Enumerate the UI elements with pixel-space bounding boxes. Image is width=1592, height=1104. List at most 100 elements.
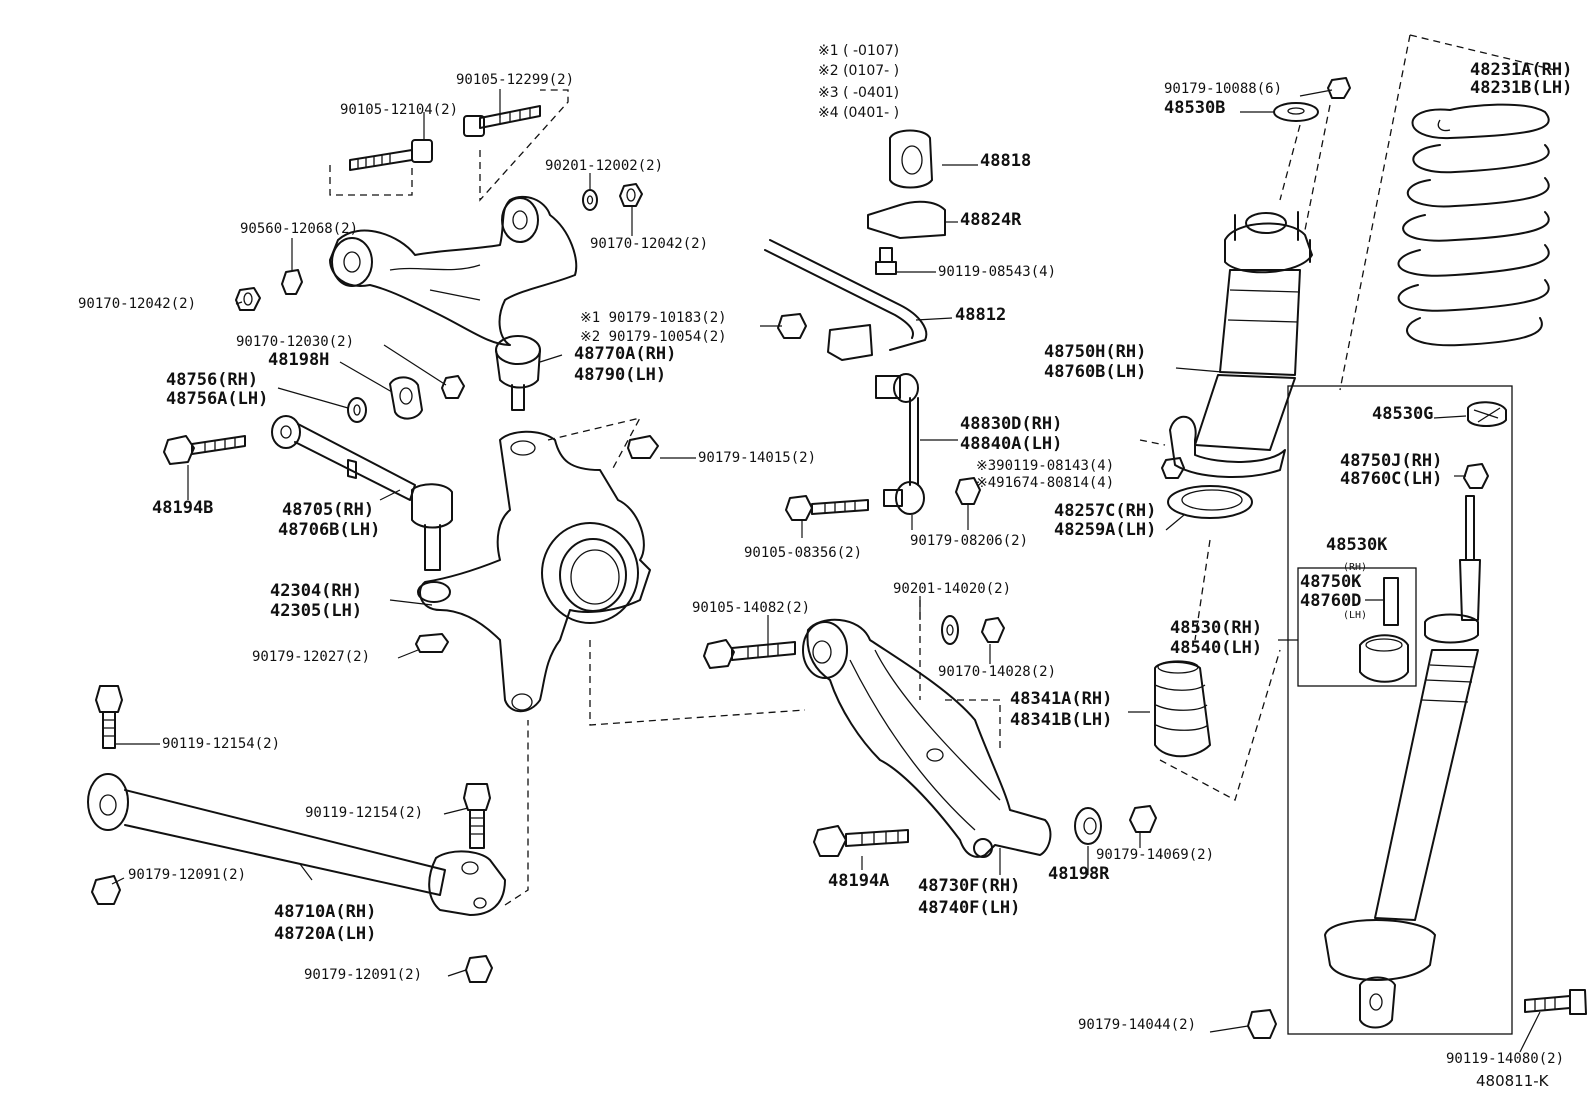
label-42304: 42304(RH) <box>270 581 363 601</box>
bolt-90105-08356 <box>785 495 869 521</box>
dash-nut-strut <box>1139 439 1166 446</box>
label-48198h: 48198H <box>268 350 330 370</box>
sleeve-48750k <box>1383 577 1399 626</box>
label-90201-12002: 90201-12002(2) <box>545 158 664 174</box>
lower-link-48710a <box>87 773 506 916</box>
label-90179-14069: 90179-14069(2) <box>1096 847 1215 863</box>
bolt-90119-12154-upper <box>95 685 123 749</box>
label-90170-12030: 90170-12030(2) <box>236 334 355 350</box>
label-48812: 48812 <box>955 305 1007 325</box>
label-48231a: 48231A(RH) <box>1470 60 1573 80</box>
label-48540: 48540(LH) <box>1170 638 1263 658</box>
label-48259a: 48259A(LH) <box>1054 520 1157 540</box>
label-48760d: 48760D <box>1300 591 1362 611</box>
washer-90560-12068 <box>281 269 303 295</box>
label-90119-08543: 90119-08543(4) <box>938 264 1057 280</box>
link-48830d <box>875 373 925 515</box>
insulator-48257c <box>1167 485 1253 519</box>
dash-lower-arm-rear <box>945 699 1001 750</box>
label-48824r: 48824R <box>960 210 1022 230</box>
label-90179-12091-a: 90179-12091(2) <box>128 867 247 883</box>
label-90179-12091-b: 90179-12091(2) <box>304 967 423 983</box>
label-90179-08206: 90179-08206(2) <box>910 533 1029 549</box>
figure-id: 480811-K <box>1476 1072 1549 1090</box>
bolt-90119-12154-lower <box>463 783 491 849</box>
bolt-90119-14080 <box>1524 989 1587 1015</box>
label-48341b: 48341B(LH) <box>1010 710 1113 730</box>
label-48756: 48756(RH) <box>166 370 259 390</box>
stabilizer-bar-48812 <box>764 239 928 361</box>
nut-48750j <box>1463 463 1489 489</box>
label-48750h: 48750H(RH) <box>1044 342 1147 362</box>
label-90119-14080: 90119-14080(2) <box>1446 1051 1565 1067</box>
label-90105-08356: 90105-08356(2) <box>744 545 863 561</box>
label-90179-10088: 90179-10088(6) <box>1164 81 1283 97</box>
bushing-48198h <box>389 376 423 420</box>
label-48194b: 48194B <box>152 498 214 518</box>
label-48530: 48530(RH) <box>1170 618 1263 638</box>
label-48530b: 48530B <box>1164 98 1226 118</box>
label-390119-08143: ※390119-08143(4) <box>976 458 1115 474</box>
label-48720a: 48720A(LH) <box>274 924 377 944</box>
dash-spring-side <box>1339 34 1411 391</box>
label-48231b: 48231B(LH) <box>1470 78 1573 98</box>
nut-90170-12030 <box>441 375 465 399</box>
nut-90179-14015 <box>627 435 659 459</box>
bushing-48760d <box>1359 634 1409 683</box>
label-48341a: 48341A(RH) <box>1010 689 1113 709</box>
knuckle-42304 <box>417 430 651 713</box>
label-48750k-rh: (RH) <box>1343 562 1368 573</box>
legend-2: ※2 (0107- ) <box>818 63 900 79</box>
label-48760d-lh: (LH) <box>1343 610 1368 621</box>
shock-absorber-box <box>1287 385 1513 1035</box>
label-48706b: 48706B(LH) <box>278 520 381 540</box>
kit-48530k-box <box>1297 567 1417 687</box>
bushing-48198r <box>1074 807 1102 845</box>
label-48750j: 48750J(RH) <box>1340 451 1443 471</box>
label-48257c: 48257C(RH) <box>1054 501 1157 521</box>
label-90179-10183: ※1 90179-10183(2) <box>580 310 727 326</box>
label-48840a: 48840A(LH) <box>960 434 1063 454</box>
label-90105-12299: 90105-12299(2) <box>456 72 575 88</box>
dash-bolt-rear <box>479 89 569 202</box>
nut-90170-14028 <box>981 617 1005 643</box>
lower-control-arm-48730f <box>802 618 1052 858</box>
nut-90179-14069 <box>1129 805 1157 833</box>
washer-48756 <box>347 397 367 423</box>
label-48710a: 48710A(RH) <box>274 902 377 922</box>
nut-90170-12042-upper <box>619 183 643 207</box>
label-90119-12154-b: 90119-12154(2) <box>305 805 424 821</box>
label-90179-12027: 90179-12027(2) <box>252 649 371 665</box>
label-48830d: 48830D(RH) <box>960 414 1063 434</box>
label-90179-14015: 90179-14015(2) <box>698 450 817 466</box>
nut-90170-12042-left <box>235 287 261 311</box>
label-90105-14082: 90105-14082(2) <box>692 600 811 616</box>
label-48770a: 48770A(RH) <box>574 344 677 364</box>
label-90179-10054: ※2 90179-10054(2) <box>580 329 727 345</box>
label-90179-14044: 90179-14044(2) <box>1078 1017 1197 1033</box>
label-90105-12104: 90105-12104(2) <box>340 102 459 118</box>
coil-spring-48231a <box>1397 103 1550 347</box>
upper-arm-bolt-front <box>349 139 433 171</box>
upper-control-arm <box>329 195 578 346</box>
bushing-48818 <box>889 129 933 189</box>
nut-90179-12091-a <box>91 875 121 905</box>
bolt-90119-08543 <box>875 247 897 275</box>
label-90119-12154-a: 90119-12154(2) <box>162 736 281 752</box>
dash-knuckle-lower <box>589 640 806 726</box>
leader-lines <box>111 89 1541 1053</box>
dash-spring-top <box>1409 34 1556 71</box>
label-48756a: 48756A(LH) <box>166 389 269 409</box>
label-48194a: 48194A <box>828 871 890 891</box>
upper-arm-bolt-rear <box>463 105 541 137</box>
legend-1: ※1 ( -0107) <box>818 43 900 59</box>
dash-bolt-front <box>329 165 413 196</box>
nut-90179-10183 <box>777 313 807 339</box>
bumper-48341a <box>1154 660 1211 758</box>
label-90170-12042-left: 90170-12042(2) <box>78 296 197 312</box>
shock-absorber-48530 <box>1324 495 1481 1029</box>
upper-ball-joint <box>495 335 541 411</box>
label-90560-12068: 90560-12068(2) <box>240 221 359 237</box>
